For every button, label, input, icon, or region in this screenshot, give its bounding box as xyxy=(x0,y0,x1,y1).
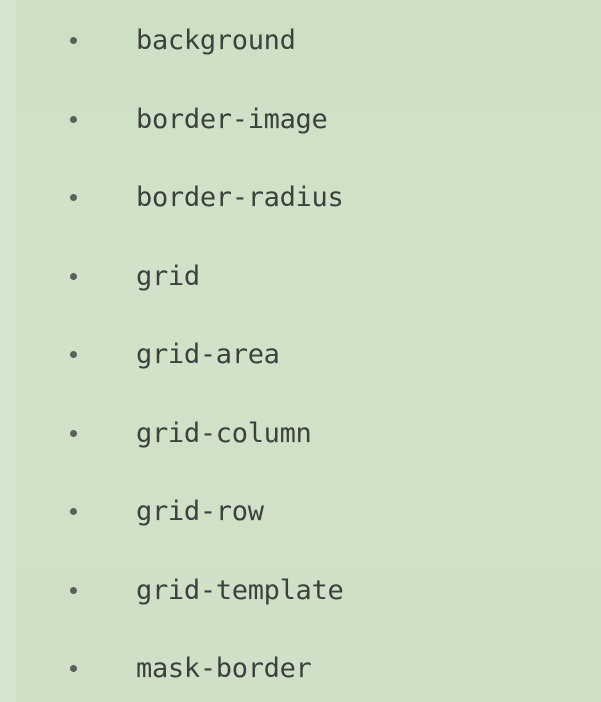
list-item: mask-border xyxy=(0,647,601,702)
list-item-label: grid-column xyxy=(136,417,312,449)
bullet-icon xyxy=(70,429,77,437)
list-item: grid-area xyxy=(0,333,601,412)
bullet-icon xyxy=(70,586,77,594)
left-margin-strip xyxy=(0,0,16,702)
list-item-label: grid-area xyxy=(136,339,280,370)
bullet-icon xyxy=(70,272,77,280)
bullet-icon xyxy=(70,508,77,515)
list-item: grid xyxy=(0,255,601,334)
list-item-label: border-image xyxy=(136,103,328,135)
list-item: grid-column xyxy=(0,412,601,491)
list-item-label: mask-border xyxy=(136,653,312,684)
list-item-label: grid-row xyxy=(136,496,264,527)
list-item-label: grid xyxy=(136,260,200,292)
bullet-icon xyxy=(70,194,77,201)
list-item: grid-template xyxy=(0,569,601,648)
bullet-icon xyxy=(70,665,77,672)
list-item-label: grid-template xyxy=(136,574,344,606)
list-item: border-image xyxy=(0,98,601,177)
list-item: background xyxy=(0,19,601,98)
list-item: border-radius xyxy=(0,176,601,255)
bullet-icon xyxy=(70,115,77,123)
list-item-label: border-radius xyxy=(136,182,344,213)
bullet-icon xyxy=(70,37,77,44)
list-item: grid-row xyxy=(0,490,601,569)
css-property-list: background border-image border-radius gr… xyxy=(0,19,601,702)
list-item-label: background xyxy=(136,25,296,56)
bullet-icon xyxy=(70,351,77,358)
